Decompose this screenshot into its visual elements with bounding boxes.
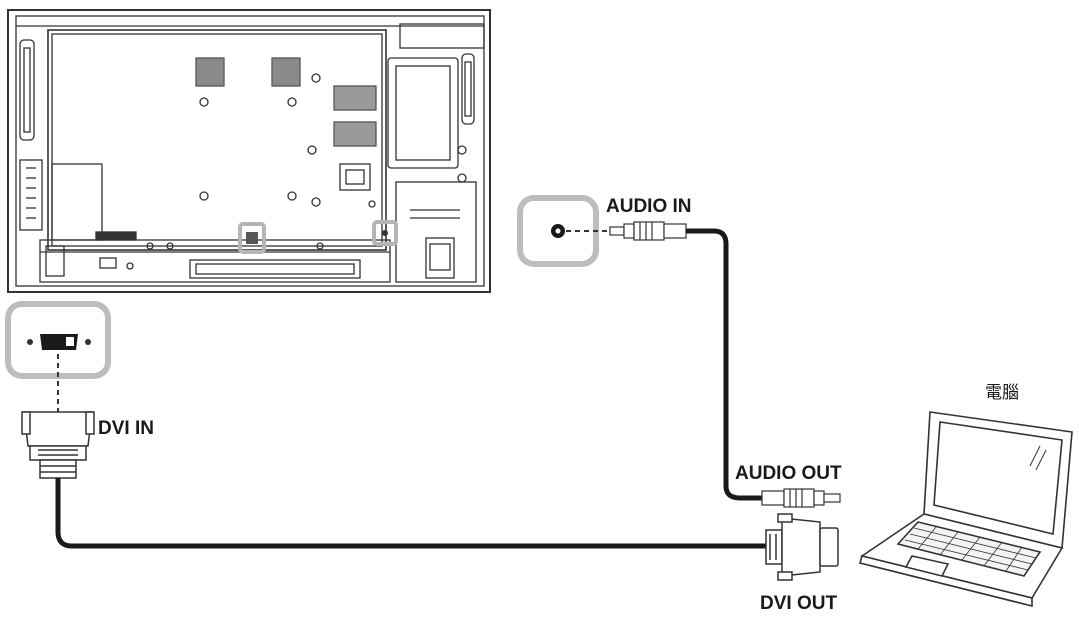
dvi-in-connector-icon: [21, 411, 95, 479]
audio-in-plug-icon: [609, 221, 687, 241]
audio-out-label: AUDIO OUT: [735, 463, 842, 484]
audio-out-plug-icon: [761, 488, 841, 508]
audio-cable: [686, 228, 762, 501]
monitor-rear-panel: [7, 9, 491, 293]
dvi-in-label: DVI IN: [98, 418, 154, 439]
dvi-port-highlight-on-panel: [238, 222, 266, 254]
dvi-out-label: DVI OUT: [760, 593, 838, 614]
dvi-out-connector-icon: [765, 513, 839, 581]
audio-port-highlight-on-panel: [372, 220, 398, 246]
laptop-icon: [859, 411, 1073, 608]
dvi-cable: [55, 478, 774, 549]
audio-in-label: AUDIO IN: [606, 196, 692, 217]
computer-label: 電腦: [985, 383, 1019, 403]
